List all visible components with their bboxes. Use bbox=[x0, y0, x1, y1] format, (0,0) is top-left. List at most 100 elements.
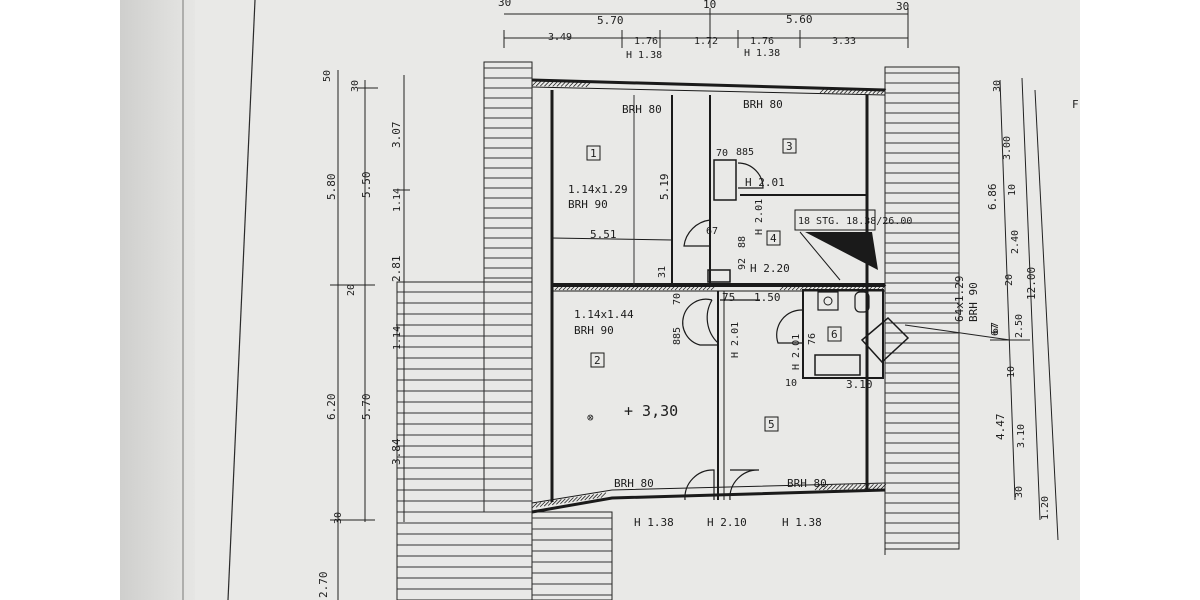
wall-hatch-line bbox=[600, 492, 607, 498]
dim-75: 75 bbox=[722, 291, 735, 304]
dim-top-10: 10 bbox=[703, 0, 716, 11]
dim-left-620: 6.20 bbox=[325, 394, 338, 421]
wall-hatch-line bbox=[843, 484, 850, 490]
dim-88: 88 bbox=[737, 236, 748, 248]
dim-right-1200: 12.00 bbox=[1025, 267, 1038, 300]
roof-hatch-right bbox=[884, 66, 960, 550]
right-dimension-labels: 6.86 4.47 12.00 30 3.00 10 2.40 20 2.50 … bbox=[986, 80, 1079, 520]
wall-hatch-line bbox=[596, 492, 603, 499]
dim-right-310: 3.10 bbox=[1016, 424, 1027, 448]
window-1-brh: BRH 90 bbox=[568, 198, 608, 211]
room-3-number: 3 bbox=[786, 140, 793, 153]
wall-hatch-line bbox=[535, 502, 542, 508]
wall-hatch-line bbox=[584, 494, 591, 501]
wall-hatch-line bbox=[576, 495, 582, 502]
dim-left-384: 3.84 bbox=[390, 438, 403, 465]
dim-bottom-h138b: H 1.38 bbox=[782, 516, 822, 529]
wall-hatch-line bbox=[580, 495, 586, 501]
dim-92: 92 bbox=[737, 258, 748, 270]
dim-right-447: 4.47 bbox=[994, 414, 1007, 441]
dim-left-281: 2.81 bbox=[390, 256, 403, 283]
dim-70b: 70 bbox=[672, 293, 683, 305]
dim-top-30b: 30 bbox=[896, 0, 909, 13]
wall-hatch-line bbox=[876, 483, 883, 490]
dim-bottom-h210: H 2.10 bbox=[707, 516, 747, 529]
brh-top-right: BRH 80 bbox=[743, 98, 783, 111]
brh-bottom-left: BRH 80 bbox=[614, 477, 654, 490]
dim-top-30a: 30 bbox=[498, 0, 511, 9]
wall-hatch-line bbox=[827, 484, 833, 491]
wall-hatch-line bbox=[540, 80, 546, 87]
wall-hatch-line bbox=[556, 499, 562, 505]
wall-hatch-line bbox=[860, 484, 866, 490]
dim-right-300: 3.00 bbox=[1002, 136, 1013, 160]
depth-room-1: 5.19 bbox=[658, 174, 671, 201]
dim-right-30b: 30 bbox=[1014, 486, 1025, 498]
door-swings bbox=[682, 162, 804, 501]
ceiling-room-3: H 2.01 bbox=[745, 176, 785, 189]
dim-left-570: 5.70 bbox=[360, 394, 373, 421]
wall-hatch-line bbox=[531, 80, 538, 87]
window-2-size: 1.14x1.44 bbox=[574, 308, 634, 321]
width-room-1: 5.51 bbox=[590, 228, 617, 241]
dim-885-mid: 885 bbox=[672, 327, 683, 345]
dim-left-550: 5.50 bbox=[360, 172, 373, 199]
wall-hatch-line bbox=[855, 484, 862, 490]
ceiling-room-5: H 2.01 bbox=[730, 322, 741, 358]
dim-76: 76 bbox=[807, 333, 818, 345]
dim-top-h138a: H 1.38 bbox=[626, 50, 662, 61]
wall-hatch-line bbox=[535, 80, 542, 87]
dim-right-10a: 10 bbox=[1007, 184, 1018, 196]
dim-left-580: 5.80 bbox=[325, 174, 338, 201]
wall-hatch-line bbox=[814, 484, 821, 491]
dim-top-176b: 1.76 bbox=[750, 36, 774, 47]
right-dimensions bbox=[904, 77, 1059, 541]
roof-hatch-left bbox=[483, 61, 533, 513]
dim-right-240: 2.40 bbox=[1010, 230, 1021, 254]
room-1-number: 1 bbox=[590, 147, 597, 160]
ceiling-room-4b: H 2.20 bbox=[750, 262, 790, 275]
level-label: + 3,30 bbox=[624, 402, 678, 420]
dim-left-20: 20 bbox=[346, 284, 357, 296]
window-1-size: 1.14x1.29 bbox=[568, 183, 628, 196]
wall-hatch-line bbox=[551, 499, 558, 506]
ceiling-room-4a: H 2.01 bbox=[754, 199, 765, 235]
outer-walls bbox=[531, 78, 886, 514]
room-6-number: 6 bbox=[831, 328, 838, 341]
wall-hatch-line bbox=[822, 484, 829, 491]
dim-right-67: 67 bbox=[990, 322, 1001, 334]
wall-hatch-line bbox=[835, 484, 841, 490]
dim-top-172: 1.72 bbox=[694, 36, 718, 47]
dim-left-30: 30 bbox=[333, 512, 344, 524]
brh-top-left: BRH 80 bbox=[622, 103, 662, 116]
wall-hatch-line bbox=[568, 497, 574, 503]
brh-bottom-right: BRH 80 bbox=[787, 477, 827, 490]
dim-10: 10 bbox=[785, 378, 797, 389]
dim-left-114b: 1.14 bbox=[392, 326, 403, 350]
dim-top-570: 5.70 bbox=[597, 14, 624, 27]
wall-hatch-line bbox=[560, 498, 566, 505]
dim-70: 70 bbox=[716, 148, 728, 159]
wall-hatch-line bbox=[868, 483, 874, 490]
wall-hatch-line bbox=[839, 484, 845, 490]
ceiling-room-6: H 2.01 bbox=[791, 334, 802, 370]
wall-hatch-line bbox=[851, 484, 858, 490]
dim-310: 3.10 bbox=[846, 378, 873, 391]
wall-hatch-line bbox=[847, 484, 854, 490]
wall-hatch-line bbox=[564, 497, 570, 504]
dim-top-349: 3.49 bbox=[548, 32, 572, 43]
wall-hatch-line bbox=[872, 483, 878, 490]
top-dimensions bbox=[503, 8, 909, 48]
dim-left-30b: 30 bbox=[350, 80, 361, 92]
dim-31: 31 bbox=[657, 266, 668, 278]
bottom-dimension-labels: H 1.38 H 2.10 H 1.38 bbox=[611, 516, 886, 555]
dim-left-270: 2.70 bbox=[317, 572, 330, 599]
dim-top-333: 3.33 bbox=[832, 36, 856, 47]
room-5-number: 5 bbox=[768, 418, 775, 431]
window-right-brh: BRH 90 bbox=[967, 282, 980, 322]
dim-right-250: 2.50 bbox=[1014, 314, 1025, 338]
wall-hatch-line bbox=[572, 496, 578, 503]
stairs-label: 18 STG. 18.38/26.00 bbox=[798, 216, 912, 227]
